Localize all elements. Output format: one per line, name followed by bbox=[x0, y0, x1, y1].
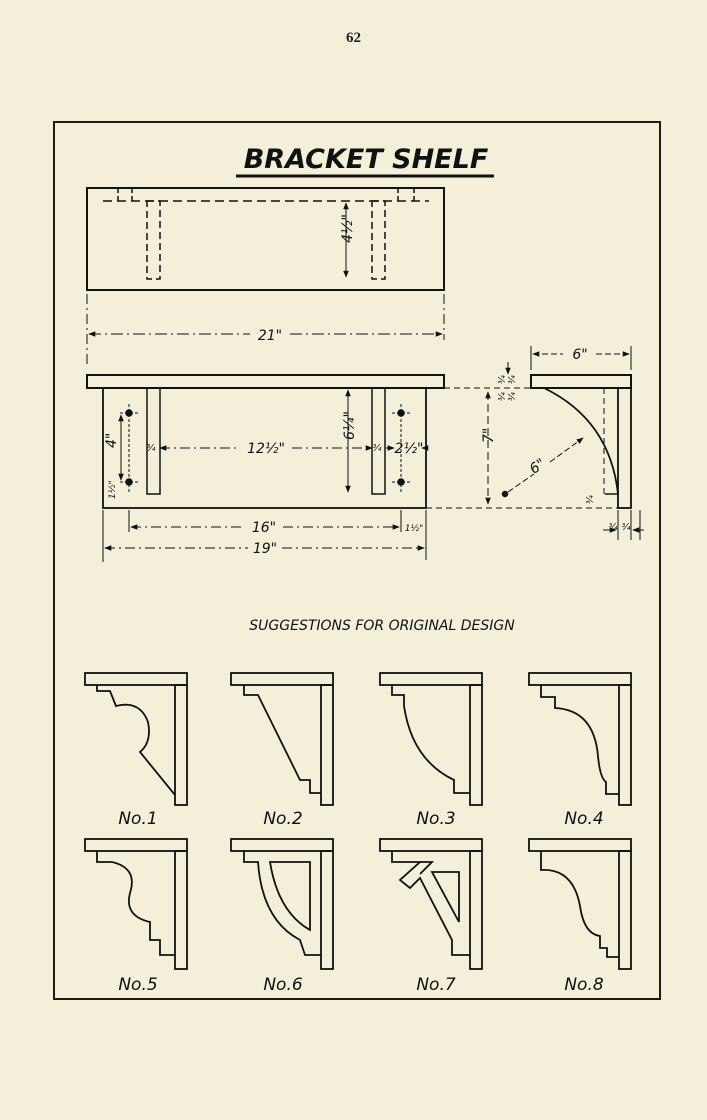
design-7-drawing bbox=[379, 838, 483, 970]
dim-curve-radius: 6" bbox=[527, 456, 549, 478]
design-label-3: No.3 bbox=[416, 809, 455, 829]
dim-back-overhang: 1½" bbox=[405, 524, 424, 534]
design-4-drawing bbox=[528, 672, 632, 806]
dim-height: 6¼" bbox=[342, 411, 358, 440]
dim-hole-edge: 1½" bbox=[108, 480, 118, 499]
dim-top-depth: 4½" bbox=[340, 214, 356, 243]
dim-hole-spacing: 4" bbox=[104, 433, 120, 448]
dim-side-top-c: ¾ bbox=[498, 392, 508, 401]
dim-side-bottom: ¾ bbox=[586, 495, 596, 504]
design-3-drawing bbox=[379, 672, 483, 806]
top-view: 4½" bbox=[86, 187, 445, 291]
dim-side-width: 6" bbox=[572, 347, 587, 363]
design-label-8: No.8 bbox=[564, 975, 604, 995]
dim-21: 21" bbox=[258, 328, 282, 344]
dim-side-top-d: ¾ bbox=[508, 392, 518, 401]
side-view: 6" 7" ¾ ¾ ¾ ¾ 6" ¾ ¾ ¾ bbox=[426, 346, 644, 540]
design-1-drawing bbox=[84, 672, 188, 806]
suggestions-heading: SUGGESTIONS FOR ORIGINAL DESIGN bbox=[249, 618, 515, 634]
dim-side-thick-a: ¾ bbox=[609, 523, 618, 533]
drawing-plate bbox=[53, 121, 661, 1000]
design-label-4: No.4 bbox=[564, 809, 603, 829]
design-label-1: No.1 bbox=[118, 809, 157, 829]
dim-side-thick-b: ¾ bbox=[622, 523, 631, 533]
design-label-7: No.7 bbox=[416, 975, 456, 995]
page-number: 62 bbox=[346, 30, 361, 46]
drawing-title: BRACKET SHELF bbox=[244, 144, 489, 175]
design-label-6: No.6 bbox=[263, 975, 303, 995]
design-label-5: No.5 bbox=[118, 975, 157, 995]
dim-19: 19" bbox=[253, 541, 277, 557]
dim-overall-length: 21" bbox=[86, 294, 445, 368]
design-5-drawing bbox=[84, 838, 188, 970]
dim-inner-span: 12½" bbox=[247, 441, 285, 457]
design-6-drawing bbox=[230, 838, 334, 970]
dim-bracket-thickness-right: ¾ bbox=[373, 444, 382, 454]
design-8-drawing bbox=[528, 838, 632, 970]
dim-back: 16" 1½" 19" bbox=[102, 510, 427, 562]
design-label-2: No.2 bbox=[263, 809, 302, 829]
dim-bracket-thickness-left: ¾ bbox=[147, 444, 156, 454]
dim-16: 16" bbox=[252, 520, 276, 536]
front-view: 4" 1½" 12½" ¾ ¾ 6¼" 2½" bbox=[86, 374, 445, 509]
design-2-drawing bbox=[230, 672, 334, 806]
dim-side-top-a: ¾ bbox=[498, 375, 508, 384]
dim-bracket-offset: 2½" bbox=[395, 441, 424, 457]
dim-side-top-b: ¾ bbox=[508, 375, 518, 384]
dim-side-height: 7" bbox=[481, 428, 497, 443]
